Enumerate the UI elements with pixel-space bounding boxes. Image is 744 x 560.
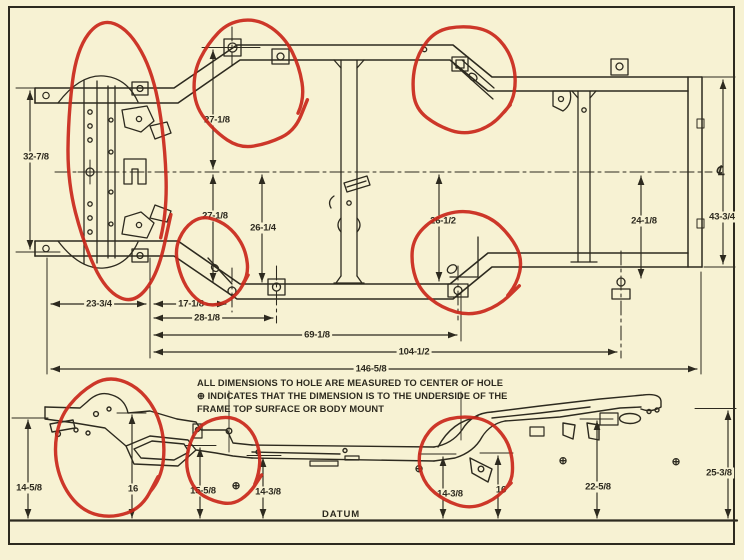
notes-block: ALL DIMENSIONS TO HOLE ARE MEASURED TO C… [197, 377, 537, 416]
mid-crossmember [328, 59, 371, 284]
drawing-border [8, 6, 735, 545]
red-circle-front-kickup-bottom [174, 215, 250, 307]
dim-side-25-label: 25-3/8 [704, 467, 734, 479]
dim-rear-kickup-label: 26-1/2 [428, 215, 458, 227]
dim-front-width-label: 32-7/8 [21, 151, 51, 163]
side-dimension-lines [11, 408, 737, 519]
side-rails [34, 44, 703, 300]
underside-hole-symbol-3: ⊕ [558, 455, 568, 467]
side-frame-mid-rail [251, 444, 435, 467]
side-frame-front [44, 390, 253, 467]
red-circle-front-crossmember-area [66, 20, 173, 302]
dim-side-14a-label: 14-3/8 [253, 486, 283, 498]
red-circle-side-rear-kickup [417, 415, 515, 509]
underside-hole-symbol-4: ⊕ [671, 456, 681, 468]
rear-mid-crossmember [552, 90, 598, 263]
red-circle-rear-kickup-bottom [410, 209, 523, 316]
dim-side-14b-label: 14-3/8 [435, 488, 465, 500]
notes-line-2: ⊕ INDICATES THAT THE DIMENSION IS TO THE… [197, 391, 508, 401]
datum-label: DATUM [321, 509, 361, 520]
dim-kickup-upper-label: 27-1/8 [202, 114, 232, 126]
red-circle-side-front-area [53, 377, 166, 518]
red-circle-front-kickup-top [192, 18, 310, 149]
red-circle-rear-kickup-top [411, 25, 517, 135]
red-circle-side-mount-area [185, 415, 264, 506]
notes-line-1: ALL DIMENSIONS TO HOLE ARE MEASURED TO C… [197, 378, 504, 388]
underside-hole-symbol-1: ⊕ [231, 480, 241, 492]
notes-line-3: FRAME TOP SURFACE OR BODY MOUNT [197, 404, 384, 414]
side-view-drawing [8, 390, 739, 522]
